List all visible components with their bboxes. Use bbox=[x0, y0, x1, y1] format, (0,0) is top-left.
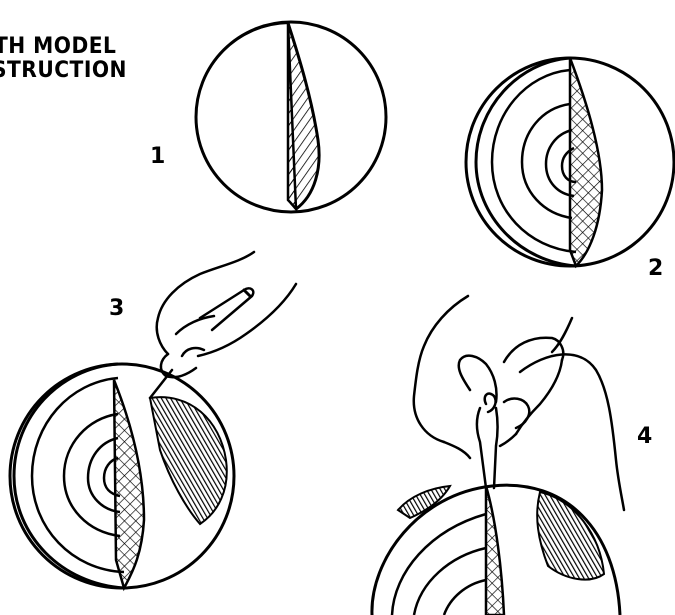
figure-1-globe bbox=[196, 22, 386, 212]
step-number-3: 3 bbox=[109, 298, 124, 320]
step-number-1: 1 bbox=[150, 146, 165, 168]
step-number-4: 4 bbox=[637, 426, 652, 448]
figure-4-globe bbox=[372, 485, 620, 615]
hand-holding-pencil bbox=[150, 252, 296, 398]
figure-2-globe bbox=[466, 58, 674, 266]
figure-3-globe bbox=[10, 364, 234, 588]
step-number-2: 2 bbox=[648, 258, 663, 280]
hands-tying-string bbox=[414, 296, 624, 510]
